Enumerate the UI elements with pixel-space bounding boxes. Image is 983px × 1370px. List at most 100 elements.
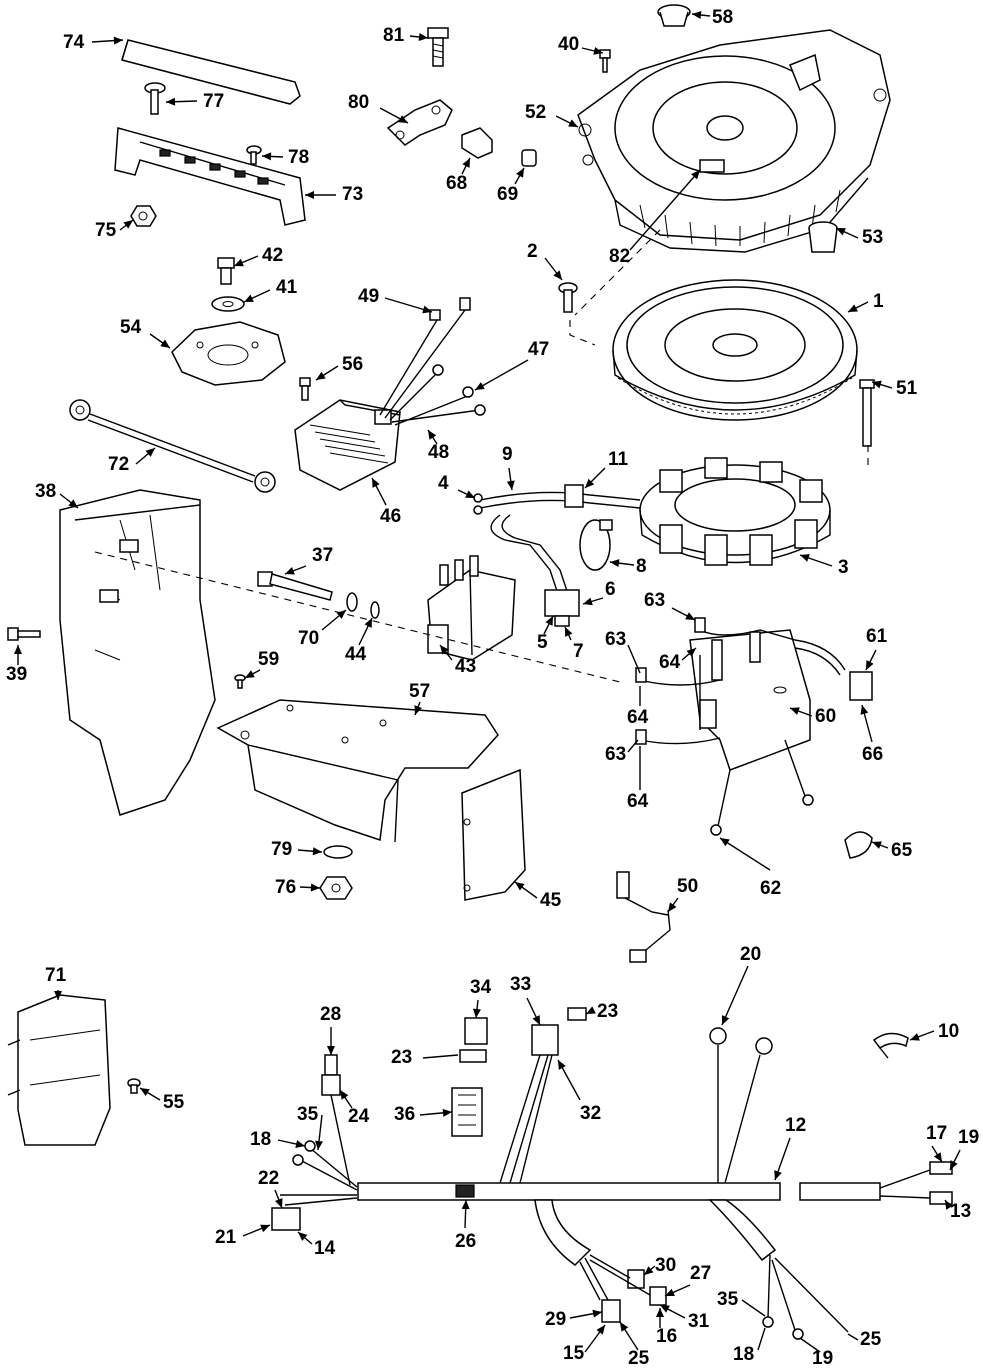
connector-36 <box>451 1087 483 1137</box>
arrowhead <box>933 1152 942 1162</box>
arrowhead <box>686 648 696 657</box>
bolt-81 <box>427 27 449 67</box>
callout-number: 14 <box>314 1238 336 1259</box>
callout-number: 19 <box>812 1348 833 1365</box>
arrowhead <box>910 1033 920 1041</box>
nut-75 <box>130 205 157 227</box>
arrowhead <box>422 305 432 314</box>
callout-number: 2 <box>527 241 538 262</box>
callout-number: 43 <box>455 656 476 677</box>
grommet-69 <box>521 149 537 167</box>
callout-number: 69 <box>497 184 518 205</box>
connector-30 <box>589 1254 667 1306</box>
callout-number: 22 <box>258 1168 279 1189</box>
arrowhead <box>583 597 593 606</box>
arrowhead <box>462 158 470 168</box>
bolt-51 <box>859 379 875 447</box>
arrowhead <box>340 1090 349 1100</box>
leader-line <box>741 1299 766 1317</box>
callout-number: 51 <box>896 378 918 399</box>
arrowhead <box>774 1170 782 1180</box>
callout-number: 63 <box>644 590 665 611</box>
arrowhead <box>565 627 573 637</box>
arrowhead <box>414 705 422 715</box>
callout-number: 46 <box>380 506 401 527</box>
washer-79 <box>323 845 353 859</box>
arrowhead <box>610 559 620 568</box>
arrowhead <box>945 1200 954 1210</box>
callout-number: 55 <box>163 1092 185 1113</box>
callout-number: 75 <box>95 220 117 241</box>
callout-number: 81 <box>383 25 405 46</box>
washer-41 <box>211 296 245 312</box>
callout-number: 60 <box>815 706 836 727</box>
clip-65 <box>844 831 873 859</box>
arrowhead <box>461 1200 470 1210</box>
ignition-module-43 <box>427 555 516 661</box>
arrowhead <box>620 1322 629 1332</box>
callout-number: 36 <box>394 1104 415 1125</box>
connector-29 <box>579 1257 621 1323</box>
callout-number: 53 <box>862 227 883 248</box>
ignition-plate-60 <box>689 629 811 771</box>
callout-number: 74 <box>63 32 85 53</box>
arrowhead <box>691 170 700 180</box>
arrowhead <box>305 191 314 199</box>
callout-number: 15 <box>563 1343 585 1364</box>
ring-terminal-18 <box>271 1140 358 1231</box>
mounting-bracket-57 <box>216 699 499 843</box>
leader-line <box>847 1333 859 1341</box>
cover-71 <box>7 994 111 1146</box>
callout-number: 21 <box>215 1227 237 1248</box>
callout-number: 82 <box>609 246 630 267</box>
bolt-37 <box>257 571 333 601</box>
arrowhead <box>260 1224 270 1233</box>
callout-number: 20 <box>740 944 761 965</box>
arrowhead <box>160 339 170 348</box>
arrowhead <box>720 838 730 847</box>
arrowhead <box>398 115 408 123</box>
callout-number: 12 <box>785 1115 806 1136</box>
callout-number: 18 <box>250 1129 271 1150</box>
screw-59 <box>234 674 246 689</box>
flywheel-cover-82 <box>577 29 891 253</box>
callout-number: 41 <box>276 277 298 298</box>
callout-number: 47 <box>528 339 549 360</box>
callout-number: 5 <box>537 632 548 653</box>
arrowhead <box>866 660 874 670</box>
callout-number: 56 <box>342 354 363 375</box>
arrowhead <box>950 1160 958 1170</box>
arrowhead <box>166 97 176 106</box>
arrowhead <box>848 304 858 312</box>
callout-number: 24 <box>348 1106 370 1127</box>
callout-number: 35 <box>717 1289 739 1310</box>
callout-number: 50 <box>677 876 698 897</box>
coil-lead-63 <box>635 617 796 745</box>
arrowhead <box>656 1308 664 1317</box>
callout-number: 3 <box>838 557 849 578</box>
arrowhead <box>515 882 525 891</box>
arrowhead <box>586 1006 596 1014</box>
ring-terminal-35 <box>762 1254 849 1340</box>
arrowhead <box>506 480 515 490</box>
callout-number: 64 <box>627 707 649 728</box>
regulator-46 <box>294 399 401 491</box>
timer-base-54 <box>171 321 286 386</box>
arrowhead <box>145 448 155 457</box>
arrowhead <box>68 499 78 508</box>
callout-number: 66 <box>862 744 883 765</box>
arrowhead <box>475 382 485 390</box>
stator-leads-9 <box>473 484 641 627</box>
arrowhead <box>585 478 595 488</box>
arrowhead <box>592 1309 602 1318</box>
arrowhead <box>660 1305 670 1313</box>
screw-56 <box>299 377 311 401</box>
connector-28 <box>321 1054 351 1186</box>
ground-strap-72 <box>69 399 276 493</box>
callout-number: 11 <box>608 449 629 470</box>
callout-number: 39 <box>6 664 27 685</box>
callout-number: 34 <box>470 977 492 998</box>
callout-number: 27 <box>690 1263 711 1284</box>
